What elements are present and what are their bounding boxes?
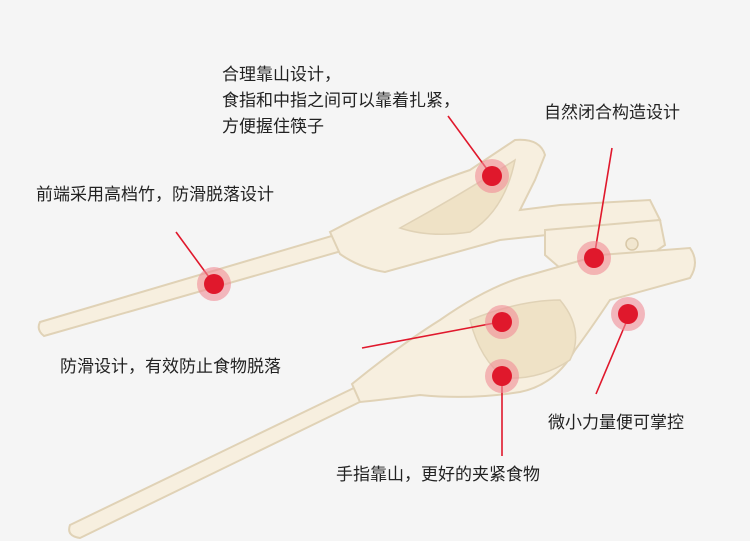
leader-anti-slip xyxy=(361,321,501,349)
markers xyxy=(197,159,645,393)
leader-light-grip xyxy=(595,317,629,395)
callout-closure-line-1: 自然闭合构造设计 xyxy=(544,103,680,123)
marker-finger-rest xyxy=(475,159,509,193)
marker-anti-slip xyxy=(485,305,519,339)
callout-light-grip-line-1: 微小力量便可掌控 xyxy=(548,413,684,433)
callout-finger-rest-line-1: 合理靠山设计， xyxy=(222,65,341,85)
upper-chopstick-tip xyxy=(37,233,347,338)
marker-thumb-rest xyxy=(485,359,519,393)
callout-finger-rest-line-2: 食指和中指之间可以靠着扎紧， xyxy=(222,91,460,111)
lower-chopstick xyxy=(68,246,696,540)
hinge-hole xyxy=(625,237,639,251)
callout-finger-rest: 合理靠山设计， 食指和中指之间可以靠着扎紧， 方便握住筷子 xyxy=(222,62,460,140)
leader-closure xyxy=(593,147,613,259)
marker-closure xyxy=(577,241,611,275)
marker-tip xyxy=(197,267,231,301)
lower-chopstick-tip xyxy=(68,383,370,540)
callout-anti-slip: 防滑设计，有效防止食物脱落 xyxy=(60,354,281,380)
marker-light-grip xyxy=(611,297,645,331)
callout-finger-rest-line-3: 方便握住筷子 xyxy=(222,117,324,137)
callout-thumb-rest-line-1: 手指靠山，更好的夹紧食物 xyxy=(336,465,540,485)
callout-anti-slip-line-1: 防滑设计，有效防止食物脱落 xyxy=(60,357,281,377)
callout-closure: 自然闭合构造设计 xyxy=(544,100,680,126)
callout-tip-line-1: 前端采用高档竹，防滑脱落设计 xyxy=(36,185,274,205)
callout-light-grip: 微小力量便可掌控 xyxy=(548,410,684,436)
callout-thumb-rest: 手指靠山，更好的夹紧食物 xyxy=(336,462,540,488)
callout-tip: 前端采用高档竹，防滑脱落设计 xyxy=(36,182,274,208)
